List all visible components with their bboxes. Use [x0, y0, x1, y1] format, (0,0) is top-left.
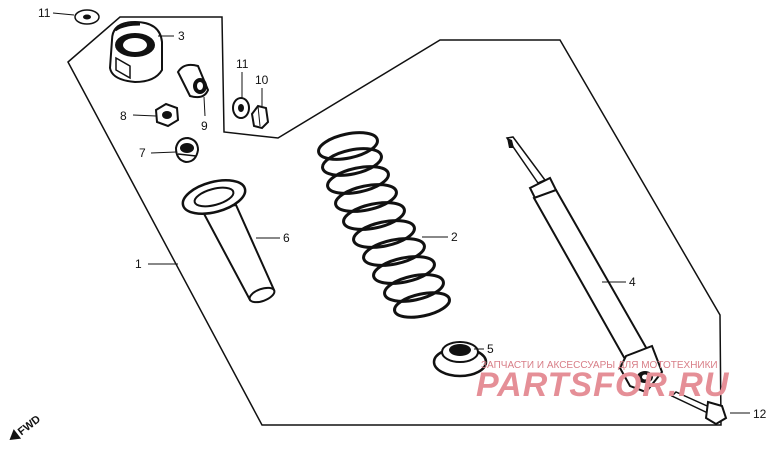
label-part-2: 2: [451, 230, 458, 244]
part-washer-11-right: [232, 97, 250, 119]
label-part-7: 7: [139, 146, 146, 160]
watermark-brand: PARTSFOR.RU: [476, 366, 730, 404]
fwd-arrow: FWD: [9, 413, 43, 441]
part-nut-7: [174, 136, 200, 164]
label-part-5: 5: [487, 342, 494, 356]
assembly-outline: [67, 16, 722, 426]
label-part-3: 3: [178, 29, 185, 43]
part-nut-8: [154, 102, 180, 128]
label-part-11: 11: [38, 6, 51, 20]
label-part-4: 4: [629, 275, 636, 289]
part-bolt-12: [670, 391, 728, 426]
arrow-icon: [9, 429, 22, 441]
label-part-11-right: 11: [236, 57, 249, 71]
fwd-label: FWD: [16, 413, 43, 438]
label-part-12: 12: [753, 407, 767, 421]
part-spring-seat-5: [432, 341, 488, 378]
label-part-9: 9: [201, 119, 208, 133]
part-nut-10: [250, 104, 270, 130]
label-part-6: 6: [283, 231, 290, 245]
part-spring-2: [317, 131, 451, 319]
part-upper-mount-3: [108, 20, 163, 84]
label-part-1: 1: [135, 257, 142, 271]
part-bushing-9: [176, 63, 210, 99]
part-washer-11: [74, 9, 100, 25]
watermark-subtitle: ЗАПЧАСТИ И АКСЕССУАРЫ ДЛЯ МОТОТЕХНИКИ: [481, 360, 718, 371]
label-part-10: 10: [255, 73, 269, 87]
part-damper-4: [505, 136, 664, 394]
label-part-8: 8: [120, 109, 127, 123]
part-boot-6: [181, 179, 276, 304]
